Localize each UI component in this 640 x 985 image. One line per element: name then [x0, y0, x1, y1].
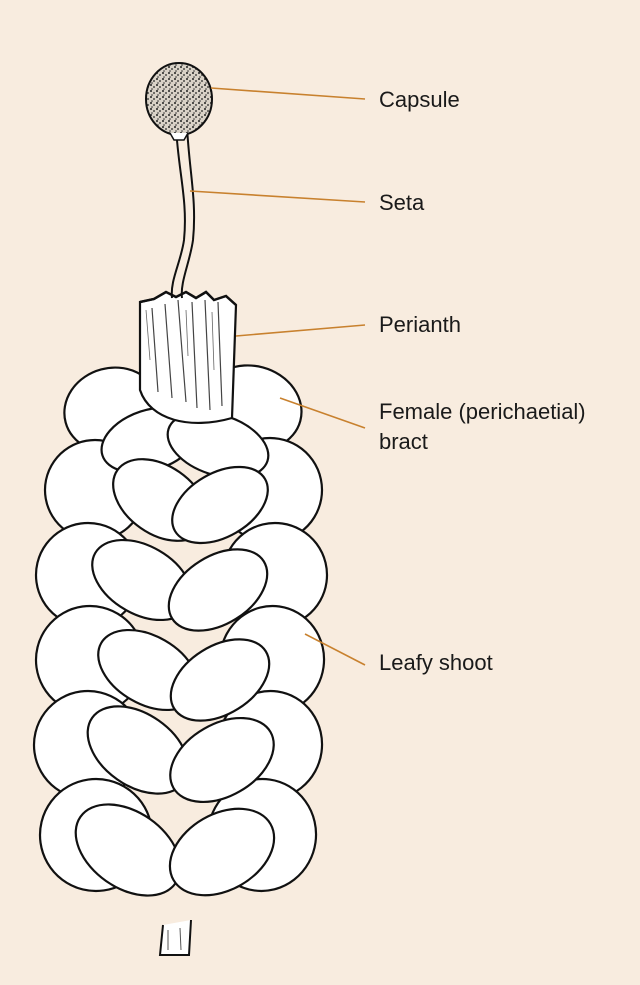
stem	[158, 919, 192, 956]
capsule-leader	[210, 87, 366, 100]
capsule-label: Capsule	[379, 87, 460, 112]
braid-leaf	[169, 638, 271, 722]
bract-leader	[279, 397, 366, 429]
braid-leaf	[168, 807, 276, 897]
braid-leaf	[169, 716, 275, 804]
braid-leaf	[171, 465, 269, 545]
bract-label-line2: bract	[379, 429, 428, 454]
leafy-shoot-leaves	[32, 364, 329, 897]
bract-label: Female (perichaetial) bract	[379, 397, 586, 457]
perianth-shape	[138, 290, 238, 425]
perianth-leader	[235, 324, 366, 337]
bract-label-line1: Female (perichaetial)	[379, 399, 586, 424]
leafy-shoot-label: Leafy shoot	[379, 650, 493, 675]
leafy-shoot-leader	[304, 633, 366, 666]
leader-lines	[189, 87, 366, 666]
seta-label: Seta	[379, 190, 425, 215]
perianth-label: Perianth	[379, 312, 461, 337]
seta-stalk	[170, 125, 196, 299]
seta-leader	[189, 190, 366, 203]
capsule-shape	[145, 62, 213, 141]
braid-leaf	[167, 548, 269, 632]
